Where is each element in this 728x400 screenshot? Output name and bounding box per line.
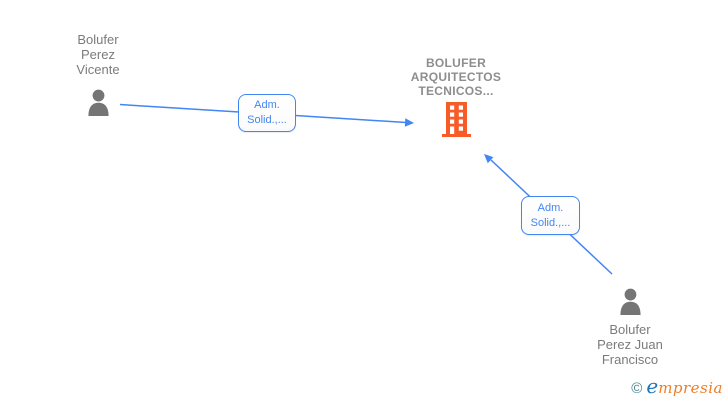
person-icon bbox=[619, 288, 641, 315]
node-person-vicente[interactable]: Bolufer Perez Vicente bbox=[48, 32, 148, 116]
building-icon bbox=[441, 102, 471, 137]
person-vicente-label: Bolufer Perez Vicente bbox=[76, 32, 120, 77]
edge-arrowhead-juan-to-company bbox=[484, 154, 494, 164]
node-person-juan-francisco[interactable]: Bolufer Perez Juan Francisco bbox=[570, 288, 690, 367]
edge-label-juan-adm-solid[interactable]: Adm. Solid.,... bbox=[521, 196, 580, 235]
company-label: BOLUFER ARQUITECTOS TECNICOS... bbox=[410, 56, 502, 98]
empresia-logo-e: e bbox=[646, 374, 659, 398]
edge-label-vicente-adm-solid[interactable]: Adm. Solid.,... bbox=[238, 94, 296, 132]
empresia-logo-text: mpresia bbox=[658, 379, 723, 397]
person-juan-francisco-label: Bolufer Perez Juan Francisco bbox=[597, 322, 663, 367]
empresia-watermark[interactable]: © e mpresia bbox=[631, 376, 723, 397]
copyright-icon: © bbox=[631, 380, 643, 397]
node-company-bolufer[interactable]: BOLUFER ARQUITECTOS TECNICOS... bbox=[376, 56, 536, 137]
person-icon bbox=[87, 89, 109, 116]
